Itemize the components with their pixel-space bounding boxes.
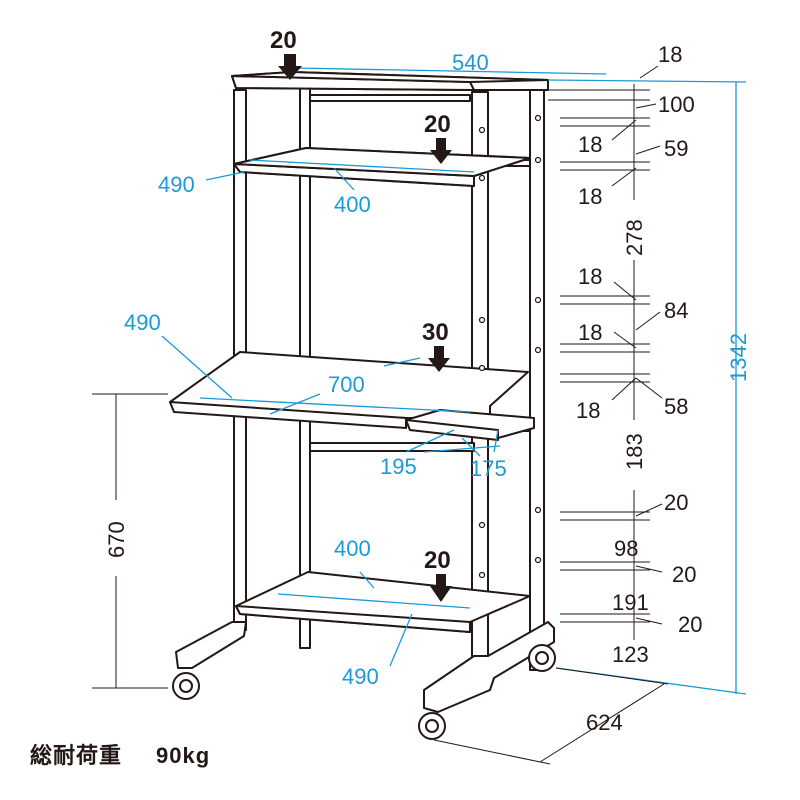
- dim-keyboard-depth: 490: [124, 310, 161, 335]
- arrow-down-icon: [430, 138, 452, 164]
- dim-gap-6: 183: [622, 433, 647, 470]
- post-back-right: [529, 89, 545, 671]
- dim-gap-3: 278: [622, 219, 647, 256]
- dim-gap-5: 58: [664, 394, 688, 419]
- dim-total-height: 1342: [726, 333, 751, 382]
- dim-shelf-thickness-3: 18: [578, 264, 602, 289]
- post-holes: [478, 114, 542, 579]
- base-left: [175, 621, 247, 669]
- dim-gap-9: 20: [672, 562, 696, 587]
- dim-keyboard-height: 670: [104, 521, 129, 558]
- casters: [172, 644, 556, 740]
- dim-shelf-thickness-5: 18: [576, 398, 600, 423]
- dim-gap-12: 123: [612, 642, 649, 667]
- load-arrows: [278, 54, 452, 602]
- blue-dimension-lines: [161, 67, 747, 695]
- dim-base-depth: 624: [586, 710, 623, 735]
- dim-top-width: 540: [452, 50, 489, 75]
- dim-upper-depth: 490: [158, 172, 195, 197]
- dim-gap-1: 100: [658, 92, 695, 117]
- dim-gap-10: 191: [612, 590, 649, 615]
- dim-gap-11: 20: [678, 612, 702, 637]
- rail-lower-back: [309, 442, 475, 452]
- load-upper: 20: [424, 111, 451, 138]
- dim-top-thickness: 18: [658, 42, 682, 67]
- rail-top-back: [309, 94, 471, 102]
- load-keyboard: 30: [422, 319, 449, 346]
- dim-gap-7: 20: [664, 490, 688, 515]
- base-right: [423, 621, 555, 713]
- load-bottom: 20: [424, 547, 451, 574]
- arrow-down-icon: [278, 54, 302, 80]
- caster-back-right: [528, 644, 556, 672]
- dim-keyboard-front: 195: [380, 454, 417, 479]
- blue-dimension-labels: 540 490 400 490 700 195 175 400 490 1342: [124, 50, 751, 689]
- total-load-label: 総耐荷重: [30, 743, 123, 768]
- dim-shelf-thickness-4: 18: [578, 320, 602, 345]
- dim-bottom-depth: 490: [342, 664, 379, 689]
- load-top: 20: [270, 27, 297, 54]
- upper-shelf-surface: [233, 147, 531, 177]
- arrow-down-icon: [428, 346, 450, 372]
- dim-upper-width: 400: [334, 192, 371, 217]
- dim-side-shelf: 175: [470, 456, 507, 481]
- total-load-value: 90kg: [156, 743, 211, 768]
- total-load-footer: 総耐荷重 90kg: [30, 738, 210, 770]
- bottom-shelf-front: [235, 605, 471, 633]
- side-shelf-front: [405, 419, 499, 441]
- load-labels: 20 20 30 20: [270, 27, 451, 574]
- caster-front-right: [418, 712, 446, 740]
- dim-shelf-thickness-2: 18: [578, 184, 602, 209]
- arrow-down-icon: [430, 574, 452, 602]
- dim-gap-8: 98: [614, 536, 638, 561]
- dim-shelf-thickness-1: 18: [578, 132, 602, 157]
- black-dimension-lines: [92, 65, 669, 765]
- dim-gap-2: 59: [664, 136, 688, 161]
- keyboard-shelf-front: [169, 401, 407, 429]
- dim-gap-4: 84: [664, 298, 688, 323]
- dim-bottom-width: 400: [334, 536, 371, 561]
- rack-structure: [169, 71, 555, 713]
- dim-keyboard-width: 700: [328, 372, 365, 397]
- caster-front-left: [172, 672, 200, 700]
- black-dimension-labels: 18 100 18 59 18 278 18 84 18 58 18 183 2…: [104, 42, 702, 735]
